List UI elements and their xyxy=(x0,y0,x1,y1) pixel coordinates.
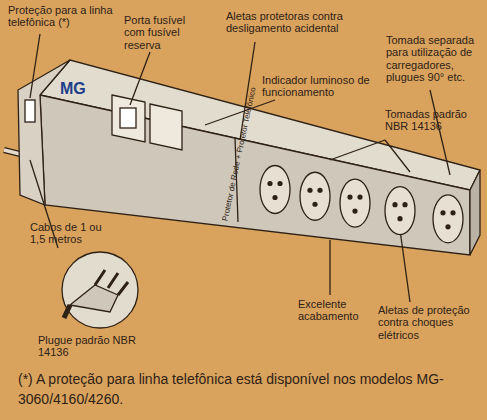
socket-hole xyxy=(267,181,272,186)
socket-hole xyxy=(272,195,277,200)
callout-label: Excelente acabamento xyxy=(298,298,368,323)
callout-label: Cabos de 1 ou 1,5 metros xyxy=(30,221,115,246)
socket-hole xyxy=(392,202,397,207)
callout-label: Aletas protetoras contra desligamento ac… xyxy=(226,10,354,35)
footnote-caption: (*) A proteção para linha telefônica est… xyxy=(18,370,473,409)
socket xyxy=(300,172,330,220)
socket-hole xyxy=(397,216,402,221)
socket-hole xyxy=(440,210,445,215)
socket-hole xyxy=(317,188,322,193)
socket-hole xyxy=(312,202,317,207)
socket xyxy=(433,195,463,243)
socket-hole xyxy=(450,210,455,215)
callout-label: Aletas de proteção contra choques elétri… xyxy=(378,304,478,341)
callout-label: Proteção para a linha telefônica (*) xyxy=(8,4,120,29)
callout-label: Tomadas padrão NBR 14136 xyxy=(385,108,475,133)
socket-hole xyxy=(307,188,312,193)
socket-hole xyxy=(402,202,407,207)
socket xyxy=(260,165,290,213)
callout-label: Indicador luminoso de funcionamento xyxy=(262,74,382,99)
callout-label: Plugue padrão NBR 14136 xyxy=(38,334,148,359)
socket-hole xyxy=(347,194,352,199)
brand-logo: MG xyxy=(60,80,100,98)
socket-hole xyxy=(445,224,450,229)
callout-label: Porta fusível com fusível reserva xyxy=(124,14,202,51)
socket-hole xyxy=(277,181,282,186)
callout-label: Tomada separada para utilização de carre… xyxy=(386,34,484,83)
socket-hole xyxy=(357,194,362,199)
socket-hole xyxy=(352,208,357,213)
socket xyxy=(340,179,370,227)
socket xyxy=(385,187,415,235)
